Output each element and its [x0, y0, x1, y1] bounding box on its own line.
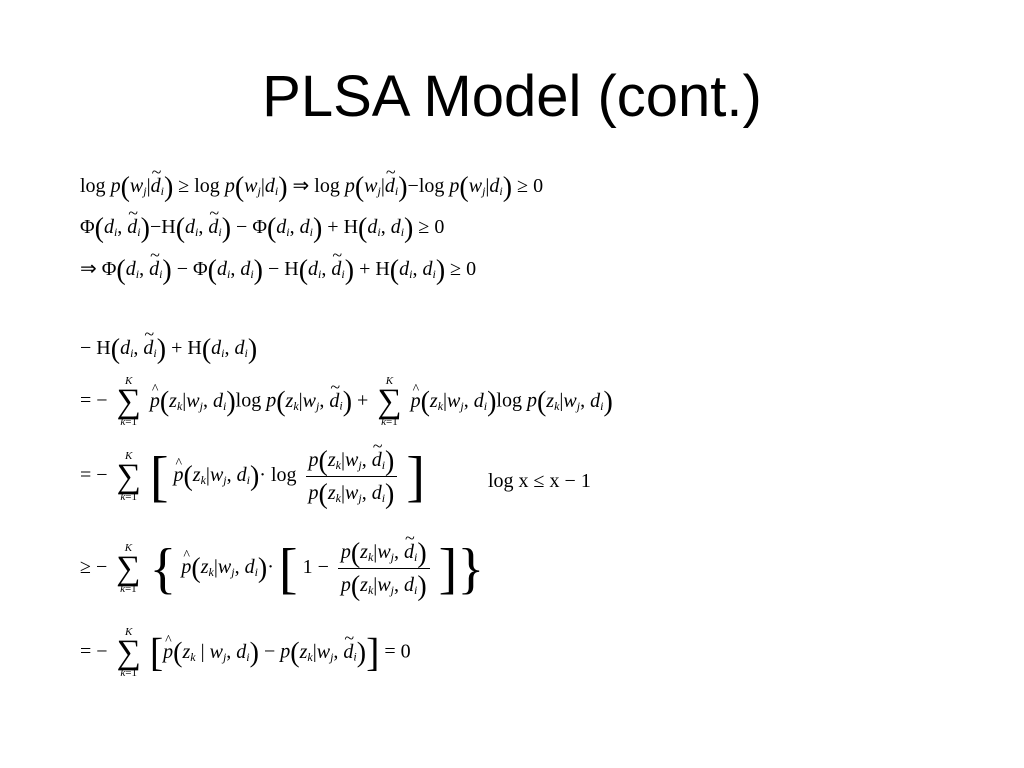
fraction: p(zk|wj, di) p(zk|wj, di) [305, 434, 398, 509]
side-note: log x ≤ x − 1 [488, 470, 591, 492]
equation-line-5: = − K∑k=1 p(zk|wj, di)log p(zk|wj, di) +… [80, 375, 613, 428]
slide-title: PLSA Model (cont.) [262, 64, 762, 129]
equation-line-6: = − K∑k=1 [ p(zk|wj, di)· log p(zk|wj, d… [80, 434, 425, 509]
equation-line-7: ≥ − K∑k=1 { p(zk|wj, di)· [ 1 − p(zk|wj,… [80, 526, 484, 601]
summation: K∑k=1 [116, 375, 141, 428]
equation-line-1: log p(wj|di) ≥ log p(wj|di) ⇒ log p(wj|d… [80, 160, 543, 202]
equation-line-2: Φ(di, di)−H(di, di) − Φ(di, di) + H(di, … [80, 201, 444, 243]
summation: K∑k=1 [377, 375, 402, 428]
summation: K∑k=1 [116, 541, 141, 595]
equation-line-8: = − K∑k=1 [p(zk | wj, di) − p(zk|wj, di)… [80, 626, 411, 679]
equation-line-4: − H(di, di) + H(di, di) [80, 322, 257, 364]
summation: K∑k=1 [116, 449, 141, 503]
summation: K∑k=1 [116, 626, 141, 679]
equation-line-3: ⇒ Φ(di, di) − Φ(di, di) − H(di, di) + H(… [80, 243, 476, 285]
fraction: p(zk|wj, di) p(zk|wj, di) [337, 526, 430, 601]
